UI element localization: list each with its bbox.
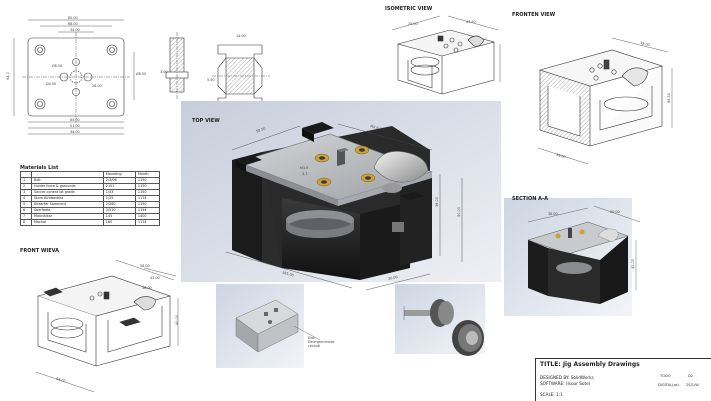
dim-text: M3.0 (300, 166, 309, 170)
table-cell: 160 (102, 219, 136, 226)
dim-text: 38.00 (548, 212, 558, 216)
dim-text: 38.00 (434, 197, 439, 207)
side-profile-view (165, 32, 189, 100)
table-cell: Machal (31, 219, 104, 226)
section-aa-view (504, 198, 641, 316)
top-plan-view (13, 19, 135, 135)
dim-text: 68.00 (68, 22, 78, 26)
dim-text: 85.00 (68, 16, 78, 20)
dim-text: 34.00 (70, 28, 80, 32)
dim-text: 43.00 (150, 276, 160, 280)
scale-info: SCALE: 1:1 (540, 392, 563, 397)
main-jig-render (225, 122, 463, 291)
knob-detail-render (395, 284, 485, 356)
dim-text: Ø8.50 (52, 64, 63, 68)
slider-part-render (216, 284, 321, 368)
table-cell: 8 (19, 219, 33, 226)
section-profile-view (212, 44, 270, 107)
front-view-iso (35, 259, 179, 393)
materials-list-title: Materials List (20, 165, 59, 171)
drawing-title: TITLE: Jig Assembly Drawings (540, 361, 640, 368)
top-view-label: TOP VIEW (192, 118, 220, 124)
dim-text: 64.0 (5, 72, 10, 80)
dim-text: 50.00 (456, 207, 461, 217)
software-info: SOFTWARE: (Isour Sote) (540, 381, 591, 386)
table-cell: 1114 (134, 219, 161, 226)
part-callout: Elek Emergencholde cenlodi (308, 336, 335, 348)
titleblock-cell: D2 (688, 374, 694, 378)
dim-text: Ø8.00 (136, 72, 147, 76)
dim-text: 40.00 (630, 259, 635, 269)
dim-text: 20.00 (610, 210, 620, 214)
dim-text: 51.00 (70, 124, 80, 128)
dim-text: 43.50 (466, 20, 476, 24)
dim-text: 38.00 (142, 286, 152, 290)
title-block: TITLE: Jig Assembly Drawings DESIGNED BY… (535, 358, 711, 401)
dim-text: 28.00 (92, 84, 102, 88)
dim-text: 3.3 (302, 172, 308, 176)
titleblock-cell: 2S/1/W (686, 383, 699, 387)
dim-text: 34.00 (70, 130, 80, 134)
front-view-label: FRONT WIEVA (20, 248, 60, 254)
dim-text: 14.00 (236, 34, 246, 38)
dim-text: 5.50 (207, 78, 215, 82)
isometric-wireframe (391, 15, 501, 95)
fronten-view-label: FRONTEN VIEW (512, 12, 556, 18)
isometric-view-label: ISOMETRIC VIEW (385, 6, 433, 12)
titleblock-cell: DIGITAL(as) (658, 383, 679, 387)
dim-text: 20.00 (408, 22, 418, 26)
designed-by: DESIGNED BY: SolidWorks (540, 375, 594, 380)
fronten-view (537, 37, 673, 165)
dim-text: 68.50 (666, 93, 671, 103)
dim-text: Ø4.50 (46, 82, 57, 86)
dim-text: 40.00 (174, 315, 179, 325)
titleblock-cell: TODO (660, 374, 671, 378)
dim-text: 3.00 (160, 70, 168, 74)
section-view-label: SECTION A-A (512, 196, 548, 202)
dim-text: 58.00 (140, 264, 150, 268)
dim-text: 85.00 (70, 118, 80, 122)
